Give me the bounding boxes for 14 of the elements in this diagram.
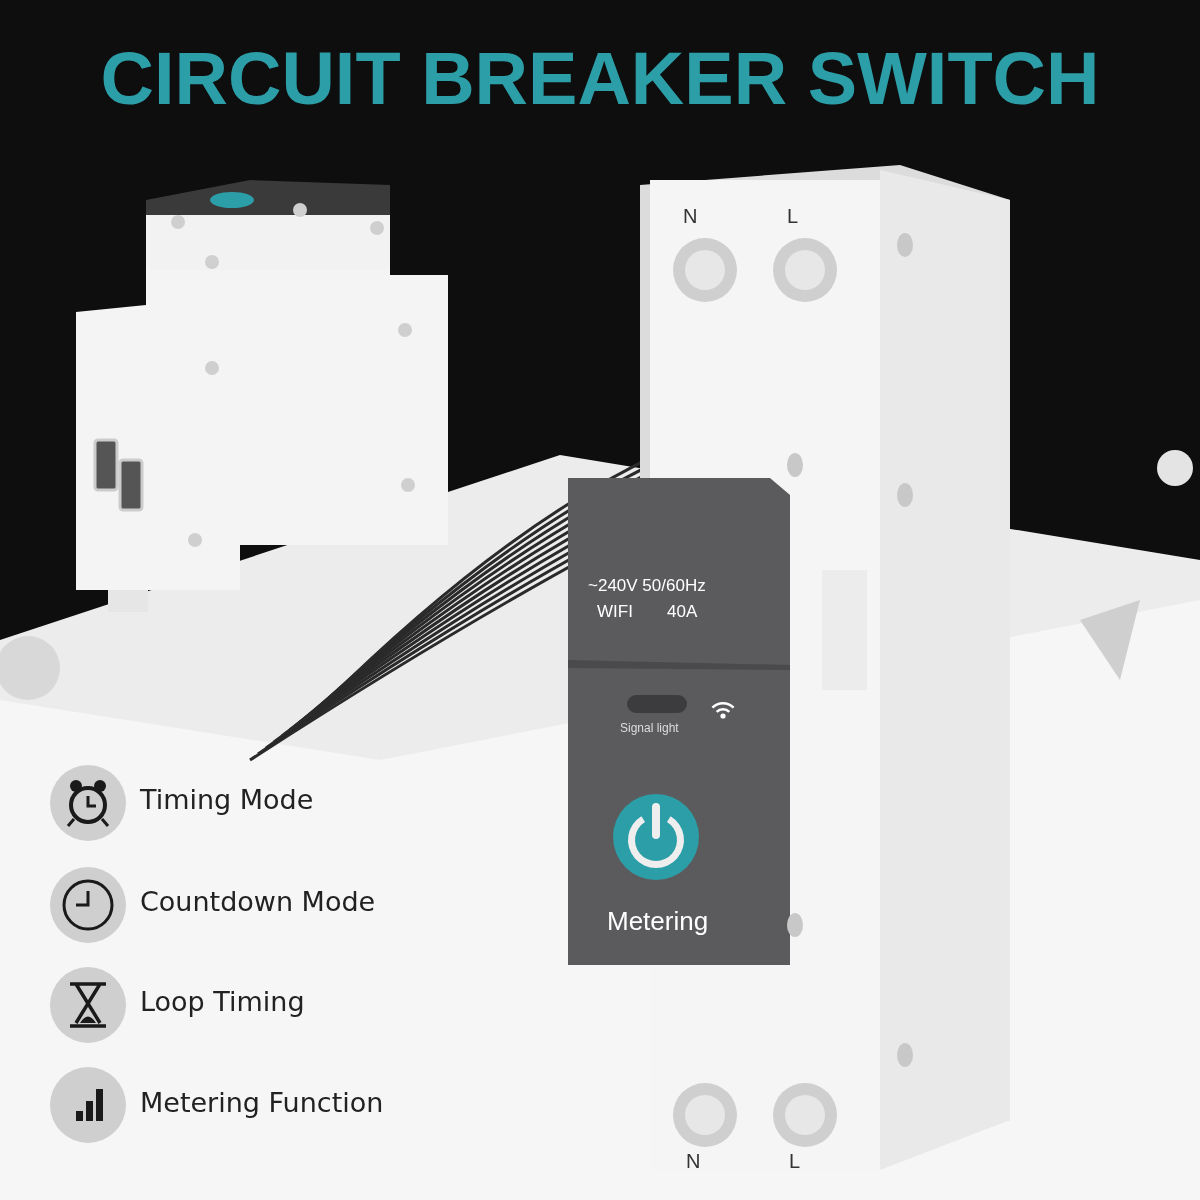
title: CIRCUIT BREAKER SWITCH <box>99 42 1101 116</box>
terminal-label: N <box>683 205 698 227</box>
terminal-label: N <box>686 1150 701 1172</box>
rating-text: ~240V 50/60Hz <box>588 577 706 596</box>
rating-text: WIFI <box>597 603 633 622</box>
feature-label: Countdown Mode <box>140 887 376 917</box>
terminal-label: L <box>789 1150 801 1172</box>
button-caption: Metering <box>607 907 709 936</box>
terminal-label: L <box>787 205 799 227</box>
indicator-label: Signal light <box>620 722 679 736</box>
feature-label: Metering Function <box>140 1088 384 1118</box>
rating-text: 40A <box>667 603 698 622</box>
feature-label: Timing Mode <box>140 785 314 815</box>
feature-label: Loop Timing <box>140 987 305 1017</box>
